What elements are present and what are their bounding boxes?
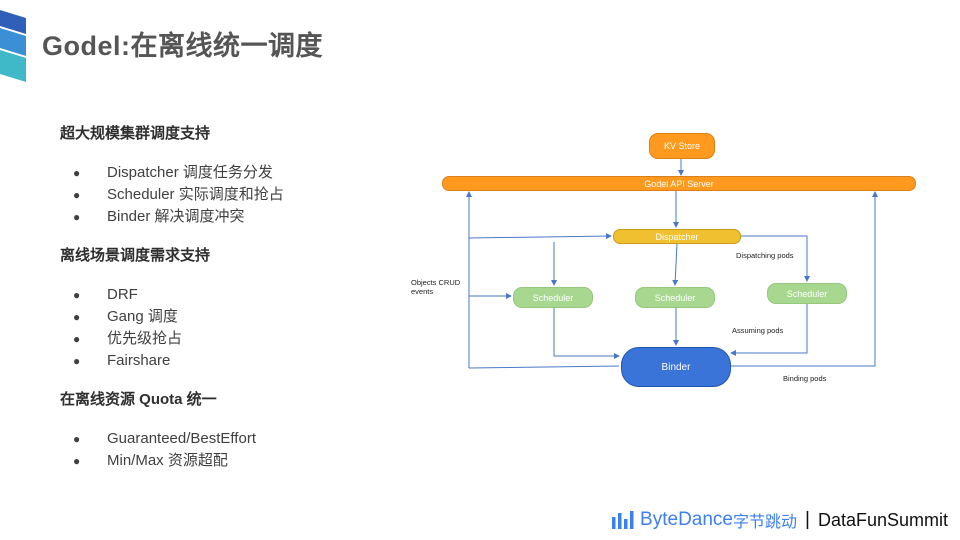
scheduler-node-2: Scheduler xyxy=(635,287,715,308)
list-item-text: DRF xyxy=(107,286,138,303)
list-item-text: Fairshare xyxy=(107,352,171,369)
section-offline-scenarios: 离线场景调度需求支持 ● DRF ● Gang 调度 ● 优先级抢占 ● Fairsha… xyxy=(60,244,400,372)
list-item: ● 优先级抢占 xyxy=(60,328,400,350)
crud-events-label: Objects CRUD events xyxy=(411,278,460,296)
datafun-wordmark: DataFunSummit xyxy=(817,509,948,530)
scheduler-node-3: Scheduler xyxy=(767,283,847,304)
crud-label-line-2: events xyxy=(411,287,434,296)
list-item: ● Dispatcher 调度任务分发 xyxy=(60,162,400,184)
bullet-list: ● DRF ● Gang 调度 ● 优先级抢占 ● Fairshare xyxy=(60,284,400,372)
list-item-text: Binder 解决调度冲突 xyxy=(107,208,245,225)
assuming-pods-label: Assuming pods xyxy=(732,326,784,335)
list-item: ● Binder 解决调度冲突 xyxy=(60,206,400,228)
bullet-icon: ● xyxy=(73,332,81,346)
list-item: ● Scheduler 实际调度和抢占 xyxy=(60,184,400,206)
list-item: ● Fairshare xyxy=(60,350,400,372)
diagram-edges xyxy=(466,158,878,369)
dispatching-pods-label: Dispatching pods xyxy=(736,251,794,260)
bullet-icon: ● xyxy=(73,432,81,446)
scheduler-node-1: Scheduler xyxy=(513,287,593,308)
list-item-text: Dispatcher 调度任务分发 xyxy=(107,164,273,181)
page-title: Godel:在离线统一调度 xyxy=(42,31,323,61)
corner-logo xyxy=(0,10,26,82)
bytedance-logo-icon xyxy=(612,511,634,529)
list-item-text: Guaranteed/BestEffort xyxy=(107,430,256,447)
edge-dispatch-to-scheduler-2 xyxy=(672,242,679,286)
bullet-icon: ● xyxy=(73,310,81,324)
list-item-text: 优先级抢占 xyxy=(107,330,183,347)
footer-separator: | xyxy=(805,509,810,530)
api-server-node: Godel API Server xyxy=(442,176,916,191)
edge-binder-to-api-right xyxy=(730,191,878,367)
bullet-icon: ● xyxy=(73,354,81,368)
list-item: ● Guaranteed/BestEffort xyxy=(60,428,400,450)
edge-scheduler-3-to-binder xyxy=(730,303,808,356)
bullet-icon: ● xyxy=(73,210,81,224)
edge-binder-to-api xyxy=(468,365,620,369)
list-item: ● Min/Max 资源超配 xyxy=(60,450,400,472)
section-heading: 在离线资源 Quota 统一 xyxy=(60,391,217,408)
edge-dispatch-to-scheduler-3 xyxy=(739,235,810,282)
list-item: ● Gang 调度 xyxy=(60,306,400,328)
kv-store-node: KV Store xyxy=(649,133,715,159)
crud-label-line-1: Objects CRUD xyxy=(411,278,461,287)
list-item-text: Gang 调度 xyxy=(107,308,178,325)
binding-pods-label: Binding pods xyxy=(783,374,827,383)
list-item-text: Scheduler 实际调度和抢占 xyxy=(107,186,284,203)
bytedance-wordmark: ByteDance xyxy=(640,509,733,530)
list-item-text: Min/Max 资源超配 xyxy=(107,452,228,469)
section-heading: 离线场景调度需求支持 xyxy=(60,247,211,264)
dispatcher-node: Dispatcher xyxy=(613,229,741,244)
section-quota: 在离线资源 Quota 统一 ● Guaranteed/BestEffort ● M… xyxy=(60,388,400,472)
footer-branding: ByteDance 字节跳动 | DataFunSummit xyxy=(612,508,948,532)
section-large-scale: 超大规模集群调度支持 ● Dispatcher 调度任务分发 ● Scheduler… xyxy=(60,122,400,228)
section-heading: 超大规模集群调度支持 xyxy=(60,125,211,142)
list-item: ● DRF xyxy=(60,284,400,306)
bullet-icon: ● xyxy=(73,166,81,180)
bullet-icon: ● xyxy=(73,288,81,302)
bullet-icon: ● xyxy=(73,188,81,202)
edge-crud-to-dispatcher xyxy=(468,233,612,240)
architecture-diagram: KV Store Godel API Server Dispatcher Sch… xyxy=(400,120,940,410)
bytedance-cn-wordmark: 字节跳动 xyxy=(733,514,798,531)
bullet-list: ● Guaranteed/BestEffort ● Min/Max 资源超配 xyxy=(60,428,400,472)
bullet-icon: ● xyxy=(73,454,81,468)
bullet-list: ● Dispatcher 调度任务分发 ● Scheduler 实际调度和抢占 ● B… xyxy=(60,162,400,228)
binder-node: Binder xyxy=(621,347,731,387)
feature-list: 超大规模集群调度支持 ● Dispatcher 调度任务分发 ● Scheduler… xyxy=(60,122,400,488)
edge-scheduler-1-to-binder xyxy=(553,307,620,359)
